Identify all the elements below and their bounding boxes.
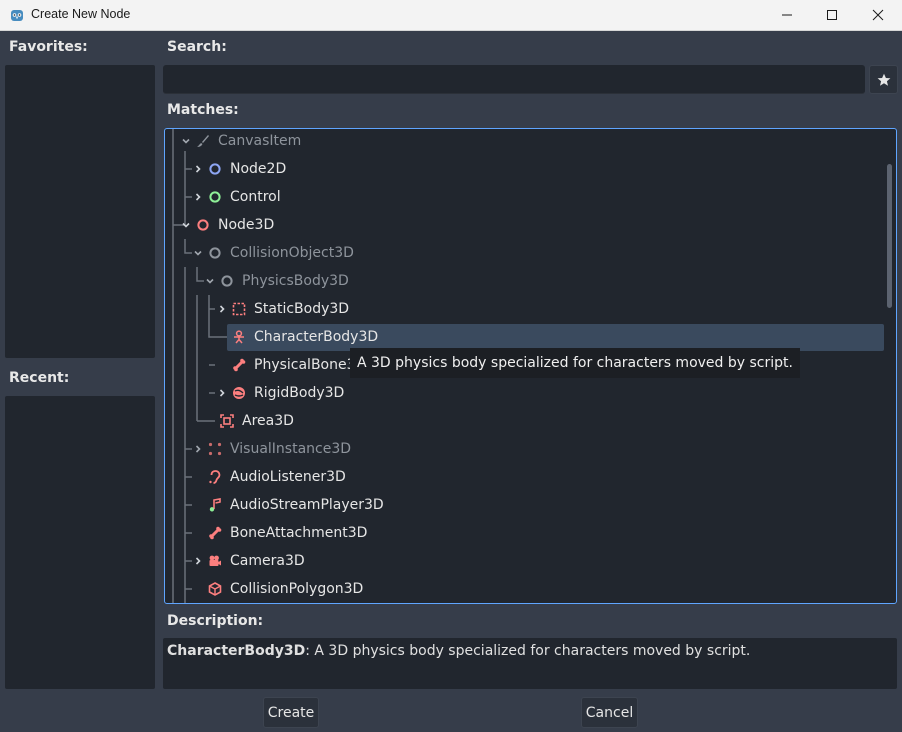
tree-item-label: BoneAttachment3D xyxy=(230,525,368,541)
chevron-down-icon[interactable] xyxy=(181,220,191,230)
tree-item-control[interactable]: Control xyxy=(165,183,885,211)
tree-item-label: VisualInstance3D xyxy=(230,441,352,457)
tooltip: A 3D physics body specialized for charac… xyxy=(350,348,800,378)
tree-item-label: Camera3D xyxy=(230,553,305,569)
tree-item-collisionobject3d[interactable]: CollisionObject3D xyxy=(165,239,885,267)
tree-item-label: StaticBody3D xyxy=(254,301,350,317)
tree-item-node2d[interactable]: Node2D xyxy=(165,155,885,183)
minimize-icon xyxy=(782,14,792,16)
description-label: Description: xyxy=(167,613,264,629)
recent-list[interactable] xyxy=(5,396,155,689)
tree-item-rigidbody3d[interactable]: RigidBody3D xyxy=(165,379,885,407)
tree-item-canvasitem[interactable]: CanvasItem xyxy=(165,129,885,155)
tree-item-physicalbone3d[interactable]: PhysicalBone3D xyxy=(165,351,885,379)
tree-item-node3d[interactable]: Node3D xyxy=(165,211,885,239)
tree-item-staticbody3d[interactable]: StaticBody3D xyxy=(165,295,885,323)
favorite-toggle-button[interactable] xyxy=(869,65,898,94)
brush-icon xyxy=(197,135,209,147)
cancel-button[interactable]: Cancel xyxy=(581,697,638,728)
rigid-body-icon xyxy=(233,387,245,399)
circle-outline-green-icon xyxy=(209,191,221,203)
chevron-down-icon[interactable] xyxy=(181,136,191,146)
tree-item-label: PhysicalBone3D xyxy=(254,357,367,373)
selection-highlight xyxy=(227,324,884,351)
tree-item-label: Node3D xyxy=(218,217,275,233)
description-node-name: CharacterBody3D xyxy=(167,643,306,659)
tree-item-audiostreamplayer3d[interactable]: AudioStreamPlayer3D xyxy=(165,491,885,519)
polygon-cube-icon xyxy=(208,582,222,596)
tree-item-label: PhysicsBody3D xyxy=(242,273,349,289)
tree-item-label: Node2D xyxy=(230,161,287,177)
create-button[interactable]: Create xyxy=(263,697,319,728)
favorites-label: Favorites: xyxy=(9,39,88,55)
tree-item-audiolistener3d[interactable]: AudioListener3D xyxy=(165,463,885,491)
area-icon xyxy=(220,414,234,428)
star-icon xyxy=(877,73,890,86)
character-body-icon xyxy=(234,330,244,344)
tree-item-label: CharacterBody3D xyxy=(254,329,379,345)
godot-logo-icon xyxy=(11,10,23,21)
visual-instance-icon xyxy=(208,442,222,456)
static-body-icon xyxy=(232,302,246,316)
camera-icon xyxy=(209,555,221,566)
description-text: : A 3D physics body specialized for char… xyxy=(305,643,751,659)
chevron-right-icon[interactable] xyxy=(193,556,203,566)
tree-item-boneattachment3d[interactable]: BoneAttachment3D xyxy=(165,519,885,547)
minimize-button[interactable] xyxy=(764,0,810,30)
circle-outline-blue-icon xyxy=(209,163,221,175)
chevron-down-icon[interactable] xyxy=(193,248,203,258)
circle-outline-gray-icon xyxy=(209,247,221,259)
tree-item-camera3d[interactable]: Camera3D xyxy=(165,547,885,575)
favorites-list[interactable] xyxy=(5,65,155,358)
chevron-right-icon[interactable] xyxy=(217,304,227,314)
tree-item-label: CanvasItem xyxy=(218,133,302,149)
tree-item-visualinstance3d[interactable]: VisualInstance3D xyxy=(165,435,885,463)
chevron-right-icon[interactable] xyxy=(193,164,203,174)
tree-connector-lines xyxy=(172,129,227,603)
title-bar: Create New Node xyxy=(0,0,902,31)
tree-item-collisionpolygon3d[interactable]: CollisionPolygon3D xyxy=(165,575,885,603)
description-box: CharacterBody3D: A 3D physics body speci… xyxy=(163,638,897,689)
maximize-button[interactable] xyxy=(809,0,855,30)
tree-item-label: AudioStreamPlayer3D xyxy=(230,497,384,513)
circle-outline-red-icon xyxy=(197,219,209,231)
close-button[interactable] xyxy=(855,0,901,30)
tree-item-label: CollisionObject3D xyxy=(230,245,354,261)
tree-item-label: CollisionPolygon3D xyxy=(230,581,364,597)
music-note-icon xyxy=(209,498,221,512)
window-title: Create New Node xyxy=(31,7,131,21)
tree-item-physicsbody3d[interactable]: PhysicsBody3D xyxy=(165,267,885,295)
matches-label: Matches: xyxy=(167,102,239,118)
tree-item-label: RigidBody3D xyxy=(254,385,345,401)
tree-item-label: Area3D xyxy=(242,413,294,429)
close-icon xyxy=(872,9,884,21)
bone-icon xyxy=(233,358,246,372)
circle-outline-gray-icon xyxy=(221,275,233,287)
chevron-right-icon[interactable] xyxy=(193,192,203,202)
chevron-down-icon[interactable] xyxy=(205,276,215,286)
search-input[interactable] xyxy=(163,65,865,94)
tree-item-area3d[interactable]: Area3D xyxy=(165,407,885,435)
tree-scrollbar-thumb[interactable] xyxy=(887,164,892,308)
chevron-right-icon[interactable] xyxy=(217,388,227,398)
tree-item-label: AudioListener3D xyxy=(230,469,346,485)
ear-icon xyxy=(209,470,221,484)
bone-icon xyxy=(209,526,222,540)
maximize-icon xyxy=(827,10,837,20)
search-label: Search: xyxy=(167,39,227,55)
tree-item-characterbody3d[interactable]: CharacterBody3D xyxy=(165,323,885,351)
tree-item-label: Control xyxy=(230,189,281,205)
chevron-right-icon[interactable] xyxy=(193,444,203,454)
recent-label: Recent: xyxy=(9,370,70,386)
